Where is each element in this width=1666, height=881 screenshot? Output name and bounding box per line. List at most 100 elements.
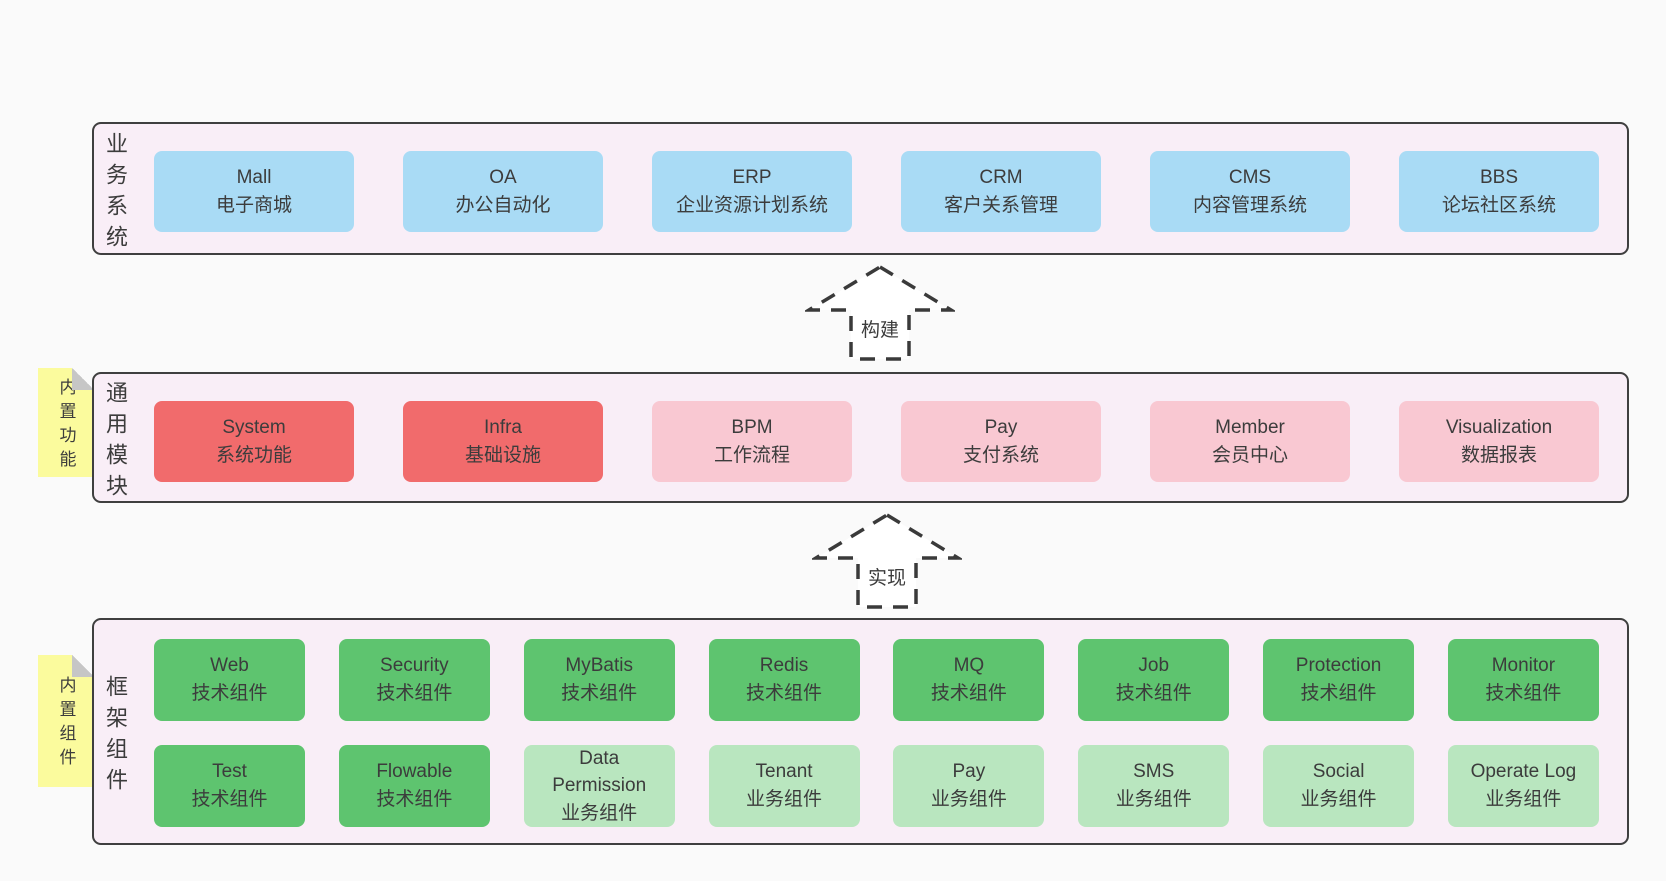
box-title: Job xyxy=(1138,655,1170,677)
box-subtitle: 数据报表 xyxy=(1460,444,1537,466)
box-title: Operate Log xyxy=(1470,761,1577,783)
box-title: SMS xyxy=(1133,761,1175,783)
box-title: CMS xyxy=(1228,166,1272,188)
box-data-permission: Data Permission 业务组件 xyxy=(523,745,675,827)
box-mall: Mall 电子商城 xyxy=(154,151,354,232)
box-title: Test xyxy=(212,761,247,783)
box-title: Protection xyxy=(1295,655,1382,677)
box-subtitle: 技术组件 xyxy=(376,683,453,704)
box-subtitle: 技术组件 xyxy=(191,789,268,810)
box-subtitle: 技术组件 xyxy=(930,683,1007,704)
box-title: Visualization xyxy=(1445,416,1553,438)
box-job: Job 技术组件 xyxy=(1078,639,1230,721)
box-bbs: BBS 论坛社区系统 xyxy=(1399,151,1599,232)
box-subtitle: 业务组件 xyxy=(930,789,1007,810)
box-title: Flowable xyxy=(376,761,453,783)
box-oa: OA 办公自动化 xyxy=(403,151,603,232)
box-subtitle: 技术组件 xyxy=(746,683,823,704)
box-subtitle: 电子商城 xyxy=(215,194,292,216)
box-subtitle: 技术组件 xyxy=(376,789,453,810)
box-title: OA xyxy=(489,166,517,188)
box-title: Web xyxy=(210,655,249,677)
box-title: Redis xyxy=(759,655,809,677)
box-subtitle: 内容管理系统 xyxy=(1192,194,1307,216)
box-operate-log: Operate Log 业务组件 xyxy=(1447,745,1599,827)
box-subtitle: 业务组件 xyxy=(1485,789,1562,810)
business-systems-label: 业务系统 xyxy=(103,131,128,256)
box-subtitle: 业务组件 xyxy=(1115,789,1192,810)
framework-row-2: Test 技术组件 Flowable 技术组件 Data Permission … xyxy=(154,745,1599,827)
common-modules-label: 通用模块 xyxy=(103,380,128,505)
framework-components-container: 框架组件 Web 技术组件 Security 技术组件 MyBatis 技术组件… xyxy=(92,618,1629,845)
box-subtitle: 业务组件 xyxy=(561,802,638,824)
box-sms: SMS 业务组件 xyxy=(1078,745,1230,827)
sticky-note-built-in-features: 内置功能 xyxy=(38,368,94,477)
box-title: Tenant xyxy=(755,761,813,783)
box-title: Infra xyxy=(483,416,523,438)
box-title: Mall xyxy=(236,166,272,188)
box-title: Pay xyxy=(984,416,1018,438)
folded-corner-icon xyxy=(72,368,94,390)
box-redis: Redis 技术组件 xyxy=(708,639,860,721)
box-title: BBS xyxy=(1479,166,1519,188)
box-tenant: Tenant 业务组件 xyxy=(708,745,860,827)
box-title: MQ xyxy=(953,655,985,677)
box-flowable: Flowable 技术组件 xyxy=(338,745,490,827)
business-systems-row: Mall 电子商城 OA 办公自动化 ERP 企业资源计划系统 CRM 客户关系… xyxy=(154,151,1599,232)
box-mq: MQ 技术组件 xyxy=(893,639,1045,721)
box-subtitle: 论坛社区系统 xyxy=(1441,194,1556,216)
box-title: Member xyxy=(1215,416,1285,438)
box-subtitle: 业务组件 xyxy=(746,789,823,810)
box-subtitle: 支付系统 xyxy=(962,444,1039,466)
box-title: Pay xyxy=(952,761,986,783)
box-bpm: BPM 工作流程 xyxy=(652,401,852,482)
box-subtitle: 办公自动化 xyxy=(455,194,551,216)
framework-components-label: 框架组件 xyxy=(103,674,128,799)
box-cms: CMS 内容管理系统 xyxy=(1150,151,1350,232)
box-web: Web 技术组件 xyxy=(154,639,305,721)
note-text: 内置组件 xyxy=(56,676,76,772)
box-member: Member 会员中心 xyxy=(1150,401,1350,482)
box-subtitle: 会员中心 xyxy=(1211,444,1288,466)
build-arrow-label: 构建 xyxy=(858,315,902,342)
box-subtitle: 企业资源计划系统 xyxy=(675,194,828,216)
common-modules-row: System 系统功能 Infra 基础设施 BPM 工作流程 Pay 支付系统… xyxy=(154,401,1599,482)
box-subtitle: 基础设施 xyxy=(464,444,541,466)
box-title: Security xyxy=(380,655,449,677)
box-social: Social 业务组件 xyxy=(1263,745,1415,827)
box-subtitle: 技术组件 xyxy=(1115,683,1192,704)
box-visualization: Visualization 数据报表 xyxy=(1399,401,1599,482)
box-title: BPM xyxy=(731,416,773,438)
box-title: Social xyxy=(1312,761,1365,783)
framework-row-1: Web 技术组件 Security 技术组件 MyBatis 技术组件 Redi… xyxy=(154,639,1599,721)
common-modules-container: 通用模块 System 系统功能 Infra 基础设施 BPM 工作流程 Pay… xyxy=(92,372,1629,505)
folded-corner-icon xyxy=(72,655,94,677)
box-crm: CRM 客户关系管理 xyxy=(901,151,1101,232)
box-title: CRM xyxy=(979,166,1023,188)
box-subtitle: 工作流程 xyxy=(713,444,790,466)
box-title: MyBatis xyxy=(565,655,633,677)
box-title: Monitor xyxy=(1491,655,1556,677)
box-subtitle: 技术组件 xyxy=(191,683,268,704)
box-erp: ERP 企业资源计划系统 xyxy=(652,151,852,232)
implement-arrow-icon: 实现 xyxy=(812,511,962,611)
box-protection: Protection 技术组件 xyxy=(1263,639,1415,721)
box-pay-module: Pay 支付系统 xyxy=(901,401,1101,482)
implement-arrow-label: 实现 xyxy=(865,563,909,590)
box-subtitle: 技术组件 xyxy=(1300,683,1377,704)
box-subtitle: 客户关系管理 xyxy=(943,194,1058,216)
box-subtitle: 系统功能 xyxy=(215,444,292,466)
box-title: Data Permission xyxy=(552,747,647,797)
box-infra: Infra 基础设施 xyxy=(403,401,603,482)
box-subtitle: 技术组件 xyxy=(1485,683,1562,704)
note-text: 内置功能 xyxy=(56,377,76,474)
box-security: Security 技术组件 xyxy=(338,639,490,721)
box-test: Test 技术组件 xyxy=(154,745,305,827)
box-system: System 系统功能 xyxy=(154,401,354,482)
build-arrow-icon: 构建 xyxy=(805,263,955,363)
box-subtitle: 技术组件 xyxy=(561,683,638,704)
box-mybatis: MyBatis 技术组件 xyxy=(523,639,675,721)
box-title: ERP xyxy=(732,166,772,188)
box-subtitle: 业务组件 xyxy=(1300,789,1377,810)
box-title: System xyxy=(222,416,286,438)
